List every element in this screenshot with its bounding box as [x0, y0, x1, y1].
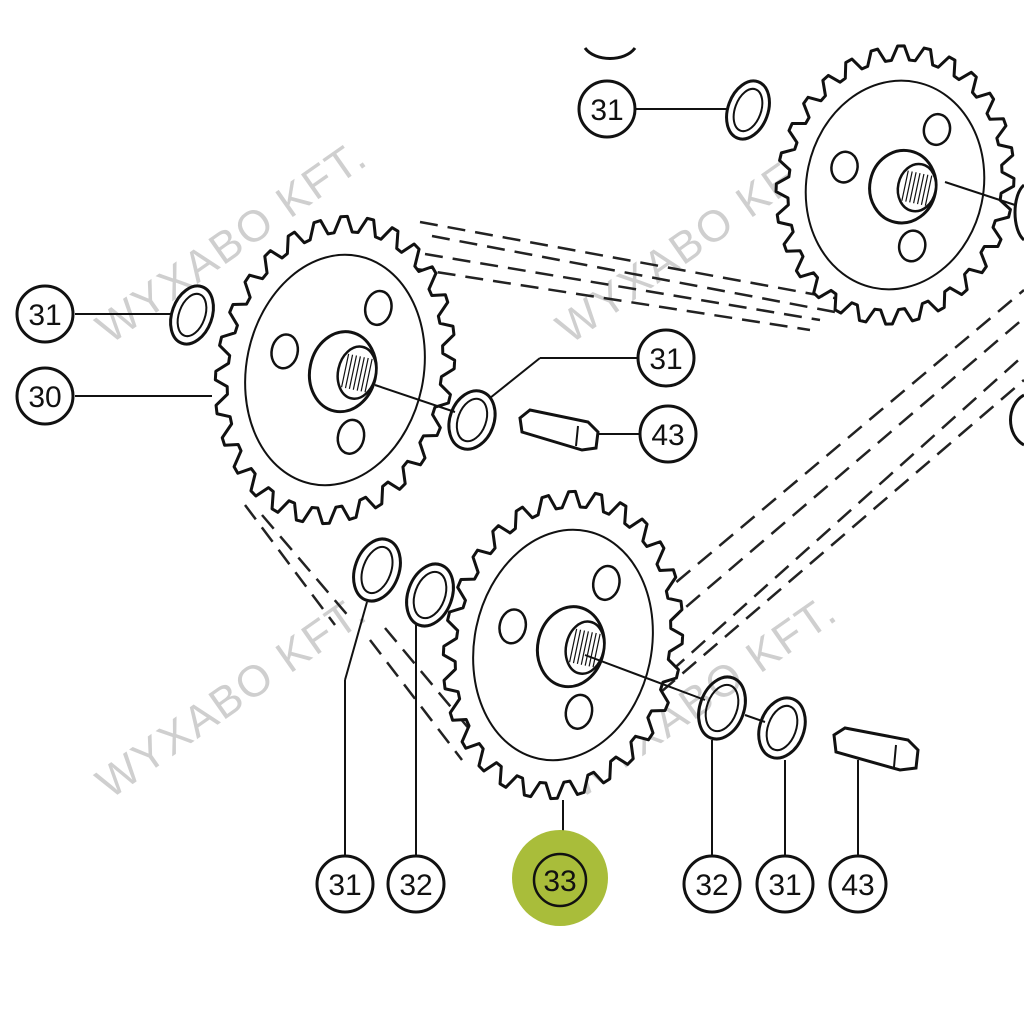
spline-line [592, 633, 601, 668]
bolt-hole [591, 564, 621, 602]
callout-label: 32 [399, 869, 432, 902]
spline-line [580, 631, 589, 665]
callout-label: 43 [841, 869, 874, 902]
partial-circlip-right [1013, 183, 1024, 242]
partial-callout-top [583, 46, 637, 60]
spline-line [588, 632, 597, 667]
sprocket-top-right [774, 44, 1016, 326]
callout-label: 31 [28, 299, 61, 332]
callout-label: 31 [328, 869, 361, 902]
callout-32-bottom-left[interactable]: 32 [386, 854, 446, 914]
callout-31-left[interactable]: 31 [15, 284, 75, 344]
washer-bottom-right [697, 675, 747, 741]
spline-line [364, 358, 373, 393]
spline-line [348, 355, 358, 390]
sprocket-ring [804, 79, 986, 291]
callout-43-bottom[interactable]: 43 [828, 854, 888, 914]
spline-line [920, 174, 929, 206]
spline-line [352, 356, 361, 390]
spline-line [909, 172, 917, 203]
callout-33-highlighted[interactable]: 33 [512, 830, 608, 926]
callout-31-bottom-left[interactable]: 31 [315, 854, 375, 914]
spline-line [360, 357, 369, 392]
small-parts [169, 46, 1024, 772]
circlip-mid [447, 389, 497, 451]
spline-line [913, 173, 921, 204]
key-bottom [832, 726, 920, 772]
spline-line [901, 170, 909, 201]
callout-label: 43 [651, 419, 684, 452]
partial-part-right [1009, 393, 1024, 447]
watermark-3: WYXABO KFT. [88, 586, 376, 808]
spline-line [905, 171, 913, 202]
highlight-disc [512, 830, 608, 926]
spline-line [924, 175, 933, 206]
spline-line [344, 354, 354, 389]
callout-31-bottom-right[interactable]: 31 [755, 854, 815, 914]
drive-chains [244, 220, 1024, 761]
spline-line [572, 629, 582, 664]
circlip-bottom-left [352, 537, 402, 603]
callout-label: 33 [543, 865, 576, 898]
callout-43-mid[interactable]: 43 [638, 404, 698, 464]
callout-label: 30 [28, 381, 61, 414]
bolt-hole [270, 333, 300, 370]
callouts: 31 31 30 31 43 31 32 33 [15, 79, 888, 926]
bolt-hole [897, 229, 927, 263]
sprocket-ring [244, 253, 426, 487]
circlip-top [725, 79, 771, 141]
bolt-hole [564, 693, 594, 730]
key-mid [518, 408, 600, 452]
sprocket-33 [441, 489, 685, 801]
washer-bottom-left [405, 562, 455, 628]
callout-31-mid[interactable]: 31 [636, 328, 696, 388]
bolt-hole [336, 418, 366, 455]
sprocket-30 [213, 214, 457, 526]
spline-line [568, 628, 578, 663]
spline-line [340, 353, 350, 388]
callout-label: 31 [590, 94, 623, 127]
callout-30[interactable]: 30 [15, 366, 75, 426]
circlip-bottom-right [757, 696, 807, 760]
callout-32-bottom-right[interactable]: 32 [682, 854, 742, 914]
spline-line [584, 632, 593, 666]
bolt-hole [922, 112, 952, 147]
spline-line [576, 630, 586, 665]
sprocket-ring [472, 528, 654, 762]
bolt-hole [363, 289, 393, 327]
spline-line [356, 357, 365, 391]
bolt-hole [830, 150, 859, 184]
spline-line [916, 173, 925, 205]
callout-label: 31 [768, 869, 801, 902]
circlip-left [169, 284, 215, 346]
callout-31-top[interactable]: 31 [577, 79, 637, 139]
sprockets [213, 44, 1016, 801]
callout-label: 32 [695, 869, 728, 902]
callout-label: 31 [649, 343, 682, 376]
bolt-hole [498, 608, 528, 645]
